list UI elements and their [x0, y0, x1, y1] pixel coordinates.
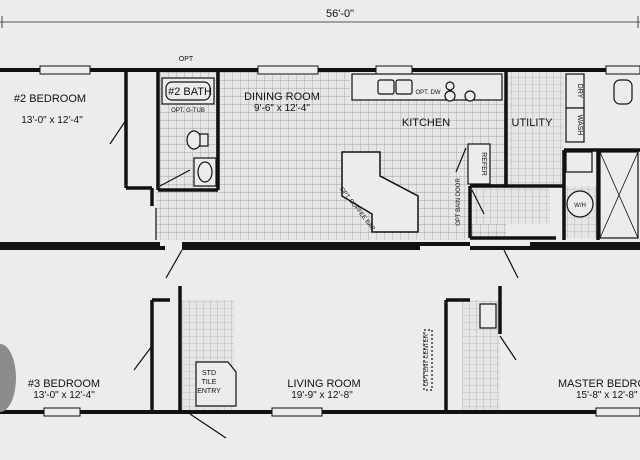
bedroom2-name: #2 BEDROOM [14, 93, 86, 105]
bath-fixtures [161, 77, 217, 187]
bath2-tub: OPT. G-TUB [171, 108, 205, 114]
dining-name: DINING ROOM [244, 91, 320, 103]
kitchen-refer: REFER [480, 152, 487, 176]
door-swings [109, 119, 519, 439]
bedroom3-size: 13'-0" x 12'-4" [33, 390, 95, 401]
utility-washer: WASH [576, 115, 583, 136]
tile-floor [156, 72, 600, 412]
entry-line3: ENTRY [197, 388, 221, 395]
round-table [0, 344, 16, 412]
refrigerator [467, 143, 491, 185]
dining-size: 9'-6" x 12'-4" [254, 103, 310, 114]
utility-name: UTILITY [512, 117, 554, 129]
kitchen-dw: OPT. DW [416, 90, 441, 96]
utility-water-heater: W/H [574, 203, 586, 209]
living-ent-center: OPT ENT CENTER [424, 333, 430, 386]
entry-fixtures [195, 303, 497, 407]
kitchen-island [341, 151, 419, 233]
bedroom2-size: 13'-0" x 12'-4" [21, 115, 83, 126]
kitchen-pantry: OPT BAIN DOOR [456, 178, 462, 226]
utility-fixtures [565, 73, 639, 239]
room-labels: #2 BEDROOM 13'-0" x 12'-4" OPT #2 BATH O… [14, 56, 640, 401]
kitchen-name: KITCHEN [402, 117, 450, 129]
entry-line2: TILE [202, 379, 217, 386]
master-name: MASTER BEDROOM [558, 378, 640, 390]
kitchen-counter [351, 73, 503, 102]
living-size: 19'-9" x 12'-8" [291, 390, 353, 401]
windows [39, 65, 640, 417]
bath2-name: #2 BATH [168, 86, 212, 98]
bath2-opt: OPT [179, 56, 194, 63]
exterior-walls [0, 68, 640, 414]
bedroom3-name: #3 BEDROOM [28, 378, 100, 390]
entry-line1: STD [202, 370, 216, 377]
master-size: 15'-8" x 12'-8" [576, 390, 638, 401]
utility-dryer: DRY [576, 84, 583, 99]
overall-dimension: 56'-0" [0, 8, 640, 28]
living-name: LIVING ROOM [287, 378, 360, 390]
overall-width-label: 56'-0" [326, 8, 354, 20]
interior-walls [124, 72, 640, 412]
